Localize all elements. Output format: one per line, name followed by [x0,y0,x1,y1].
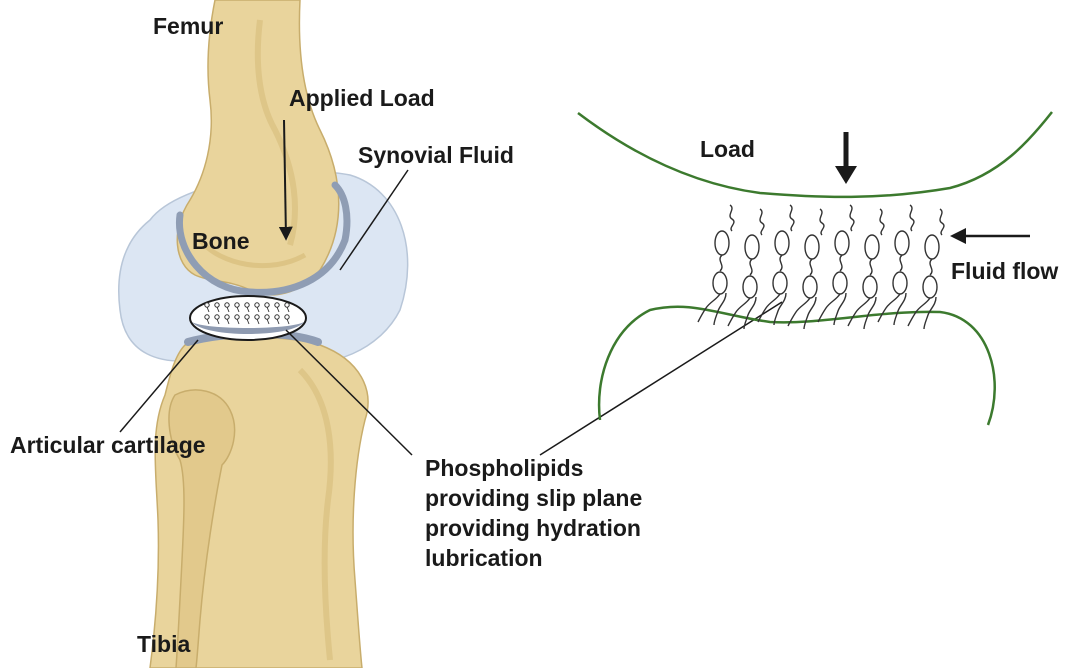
phospholipid-tail [720,255,722,271]
phospholipid-tail [760,209,764,235]
oval-lipid-head [225,315,229,319]
fluid-flow-label: Fluid flow [951,257,1058,285]
phospholipid-head [713,272,727,294]
phospholipid-tail [820,209,824,235]
phospholipid-tail [758,294,780,322]
phospholipid-head [893,272,907,294]
phospholipid-tail [850,205,854,231]
phospholipid-tail [750,259,752,275]
oval-lipid-head [245,315,249,319]
oval-lipid-head [215,303,219,307]
phospholipid-head [715,231,729,255]
phospholipid-tail [878,294,900,322]
synovial-fluid-label: Synovial Fluid [358,141,514,169]
bone-label: Bone [192,227,250,255]
phospholipid-tail [848,298,870,326]
oval-lipid-head [285,315,289,319]
phospholipid-head [863,276,877,298]
phospholipids-label: Phospholipids providing slip plane provi… [425,453,655,573]
phospholipid-head [803,276,817,298]
phospholipid-tail [810,259,812,275]
phospholipid-head [925,235,939,259]
phospholipid-head [745,235,759,259]
phospholipid-head [773,272,787,294]
oval-lipid-head [235,315,239,319]
oval-lipid-head [225,303,229,307]
load-label: Load [700,135,755,163]
phospholipid-tail [880,209,884,235]
femur-label: Femur [153,12,223,40]
phospholipid-layer [698,205,944,329]
phospholipid-tail [930,259,932,275]
oval-lipid-head [285,303,289,307]
oval-lipid-head [275,315,279,319]
phospholipid-tail [790,205,794,231]
oval-lipid-head [205,303,209,307]
phospholipid-tail [940,209,944,235]
lower-surface-curve [599,307,995,425]
phospholipid-tail [728,298,750,326]
oval-lipid-head [255,315,259,319]
oval-lipid-head [275,303,279,307]
oval-lipid-head [255,303,259,307]
phospholipid-tail [840,255,842,271]
phospholipid-head [743,276,757,298]
phospholipid-head [923,276,937,298]
articular-cartilage-label: Articular cartilage [10,431,206,459]
phospholipid-head [805,235,819,259]
phospholipid-head [895,231,909,255]
oval-lipid-head [245,303,249,307]
oval-lipid-head [215,315,219,319]
phospholipid-head [833,272,847,294]
phospholipid-head [865,235,879,259]
load-arrow-head [835,166,857,184]
phospholipid-tail [730,205,734,231]
phospholipid-tail [870,259,872,275]
phospholipid-head [775,231,789,255]
phospholipid-head [835,231,849,255]
oval-lipid-head [205,315,209,319]
fluid-flow-arrow-head [950,228,966,244]
phospholipid-tail [900,255,902,271]
applied-load-label: Applied Load [289,84,435,112]
phospholipid-tail [780,255,782,271]
oval-lipid-head [265,303,269,307]
phospholipids-leader-right [540,302,782,455]
upper-surface-curve [578,112,1052,197]
tibia-label: Tibia [137,630,190,658]
oval-lipid-head [265,315,269,319]
phospholipid-tail [910,205,914,231]
oval-lipid-head [235,303,239,307]
